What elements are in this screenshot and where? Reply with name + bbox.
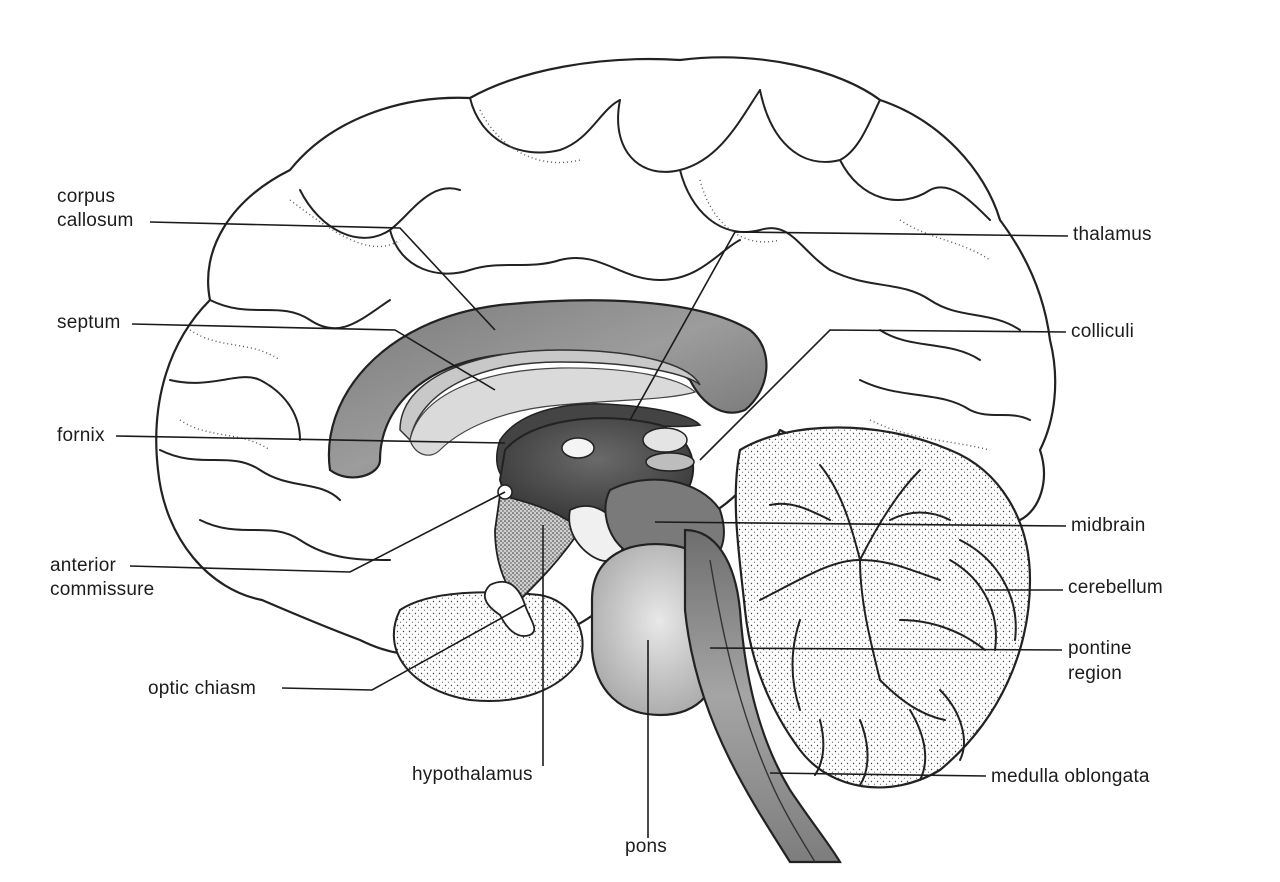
thalamus-leader [629, 231, 1069, 421]
pontine-region-label: pontine [1068, 638, 1132, 659]
pontine-region-label: region [1068, 663, 1123, 684]
colliculi-label: colliculi [1071, 321, 1135, 342]
cerebellum [734, 426, 1032, 789]
medulla-oblongata-leader [769, 772, 987, 777]
midbrain-label: midbrain [1071, 515, 1146, 536]
pons-label: pons [625, 836, 668, 857]
optic-chiasm-leader [281, 604, 526, 691]
temporal-lobe [392, 591, 584, 702]
medulla-oblongata [683, 528, 842, 864]
fornix-leader [115, 435, 506, 444]
septum [409, 367, 697, 456]
thalamus-label: thalamus [1073, 224, 1152, 245]
colliculi-leader [699, 329, 1067, 461]
pontine-region-leader [709, 647, 1063, 651]
hypothalamus [483, 484, 625, 637]
corpus-callosum-label: corpus [57, 186, 116, 207]
midbrain-leader [654, 521, 1067, 527]
hypothalamus-label: hypothalamus [412, 764, 533, 785]
anterior-commissure-leader [129, 491, 506, 573]
optic-chiasm-label: optic chiasm [148, 678, 256, 699]
anterior-commissure-label: anterior [50, 555, 117, 576]
fornix-label: fornix [57, 425, 105, 446]
medulla-oblongata-label: medulla oblongata [991, 766, 1150, 787]
corpus-callosum [327, 299, 768, 479]
corpus-callosum-leader [149, 221, 496, 331]
cerebellum-label: cerebellum [1068, 577, 1163, 598]
septum-leader [131, 323, 496, 391]
leader-lines [115, 221, 1069, 838]
anterior-commissure-label: commissure [50, 579, 155, 600]
corpus-callosum-label: callosum [57, 210, 134, 231]
septum-label: septum [57, 312, 121, 333]
